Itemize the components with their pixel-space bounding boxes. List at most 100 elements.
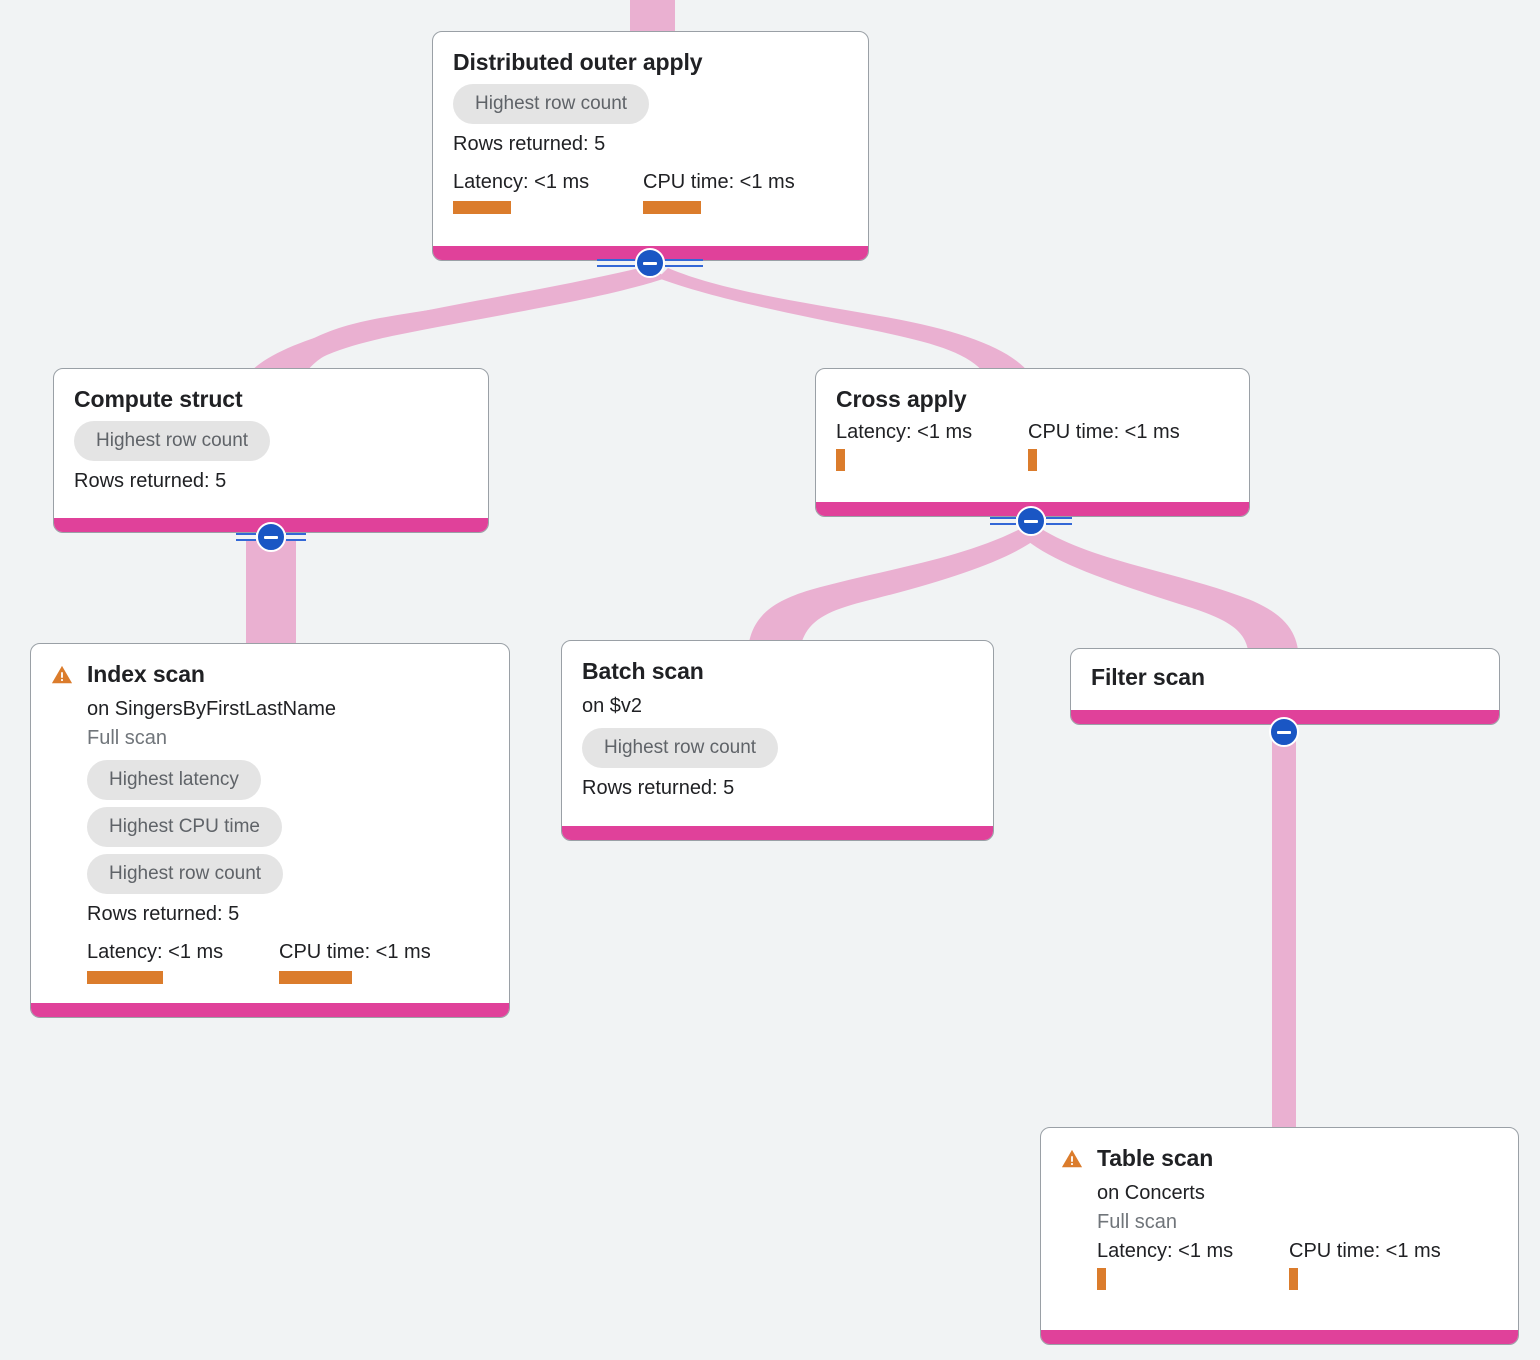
collapse-minus-icon[interactable] xyxy=(256,522,286,552)
plan-node-compute-struct[interactable]: Compute struct Highest row count Rows re… xyxy=(53,368,489,533)
toggle-rail-right xyxy=(286,529,306,545)
metric-latency: Latency: <1 ms xyxy=(453,170,643,214)
rows-returned: Rows returned: 5 xyxy=(453,132,606,155)
metric-latency-label: Latency: <1 ms xyxy=(836,420,973,443)
edge-cross-apply-to-filter-scan xyxy=(1022,528,1298,650)
node-body: Batch scan on $v2 Highest row count Rows… xyxy=(562,641,993,814)
edge-filter-scan-to-table-scan xyxy=(1272,726,1296,1138)
collapse-toggle-cross-apply[interactable] xyxy=(990,506,1072,536)
node-chips: Highest row count xyxy=(74,420,468,461)
node-body: Cross apply Latency: <1 ms CPU time: <1 … xyxy=(816,369,1249,485)
plan-node-filter-scan[interactable]: Filter scan xyxy=(1070,648,1500,725)
node-title: Compute struct xyxy=(74,386,243,412)
edge-root-to-cross-apply xyxy=(658,268,1030,374)
node-metrics: Latency: <1 ms CPU time: <1 ms xyxy=(1097,1239,1498,1290)
collapse-minus-icon[interactable] xyxy=(1016,506,1046,536)
metric-latency-bar xyxy=(453,200,511,214)
metric-latency: Latency: <1 ms xyxy=(87,940,279,984)
metric-cpu: CPU time: <1 ms xyxy=(643,170,795,214)
node-subtitle: on Concerts xyxy=(1097,1181,1205,1204)
edge-incoming-root xyxy=(630,0,675,35)
toggle-rail-left xyxy=(990,513,1016,529)
node-subtitle: on SingersByFirstLastName xyxy=(87,697,336,720)
metric-cpu: CPU time: <1 ms xyxy=(1028,420,1180,471)
node-scan-type: Full scan xyxy=(87,726,168,749)
edge-cross-apply-to-batch-scan xyxy=(748,528,1040,648)
node-body: Index scan on SingersByFirstLastName Ful… xyxy=(31,644,509,998)
collapse-minus-icon[interactable] xyxy=(635,248,665,278)
node-details: on Concerts Full scan Latency: <1 ms CPU… xyxy=(1061,1179,1498,1290)
metric-cpu-bar xyxy=(643,200,701,214)
rows-returned: Rows returned: 5 xyxy=(582,776,735,799)
chip-highest-row-count: Highest row count xyxy=(453,83,650,124)
node-title: Index scan xyxy=(87,661,205,687)
edge-root-to-compute-struct xyxy=(270,268,664,374)
chip-highest-cpu-time: Highest CPU time xyxy=(87,806,282,847)
node-title-row: Table scan xyxy=(1061,1144,1498,1173)
metric-latency-bar xyxy=(836,448,845,471)
metric-cpu-bar xyxy=(279,970,352,984)
node-title-row: Distributed outer apply xyxy=(453,48,848,77)
toggle-rail-right xyxy=(1046,513,1072,529)
metric-cpu-label: CPU time: <1 ms xyxy=(1289,1239,1441,1262)
edge-root-to-compute-struct-body xyxy=(245,266,666,378)
node-title-row: Index scan xyxy=(51,660,489,689)
edge-compute-struct-to-index-scan xyxy=(246,540,296,655)
metric-latency-bar xyxy=(87,970,163,984)
node-body: Distributed outer apply Highest row coun… xyxy=(433,32,868,228)
node-scan-type: Full scan xyxy=(1097,1210,1178,1233)
metric-latency-label: Latency: <1 ms xyxy=(1097,1239,1234,1262)
plan-node-index-scan[interactable]: Index scan on SingersByFirstLastName Ful… xyxy=(30,643,510,1018)
node-body: Filter scan xyxy=(1071,649,1499,702)
metric-cpu-label: CPU time: <1 ms xyxy=(279,940,431,963)
plan-node-batch-scan[interactable]: Batch scan on $v2 Highest row count Rows… xyxy=(561,640,994,841)
node-body: Table scan on Concerts Full scan Latency… xyxy=(1041,1128,1518,1304)
node-title: Batch scan xyxy=(582,658,704,684)
metric-latency-bar xyxy=(1097,1267,1106,1290)
metric-cpu-label: CPU time: <1 ms xyxy=(643,170,795,193)
metric-cpu-bar xyxy=(1289,1267,1298,1290)
rows-returned: Rows returned: 5 xyxy=(87,902,240,925)
chip-highest-row-count: Highest row count xyxy=(74,420,271,461)
plan-node-table-scan[interactable]: Table scan on Concerts Full scan Latency… xyxy=(1040,1127,1519,1345)
node-title: Filter scan xyxy=(1091,664,1205,690)
chip-highest-row-count: Highest row count xyxy=(87,853,284,894)
rows-returned: Rows returned: 5 xyxy=(74,469,227,492)
node-accent-bar xyxy=(562,826,993,840)
metric-cpu: CPU time: <1 ms xyxy=(1289,1239,1441,1290)
warning-triangle-icon xyxy=(1061,1149,1083,1168)
node-metrics: Latency: <1 ms CPU time: <1 ms xyxy=(453,170,848,214)
node-chips: Highest latency Highest CPU time Highest… xyxy=(87,759,489,894)
node-subtitle: on $v2 xyxy=(582,694,643,717)
collapse-toggle-distributed-outer-apply[interactable] xyxy=(597,248,703,278)
collapse-toggle-filter-scan[interactable] xyxy=(1269,717,1299,747)
node-title: Cross apply xyxy=(836,386,967,412)
node-accent-bar xyxy=(1041,1330,1518,1344)
metric-cpu-label: CPU time: <1 ms xyxy=(1028,420,1180,443)
node-title: Table scan xyxy=(1097,1145,1214,1171)
node-body: Compute struct Highest row count Rows re… xyxy=(54,369,488,507)
node-metrics: Latency: <1 ms CPU time: <1 ms xyxy=(87,940,489,984)
node-chips: Highest row count xyxy=(582,727,973,768)
node-metrics: Latency: <1 ms CPU time: <1 ms xyxy=(836,420,1229,471)
plan-node-distributed-outer-apply[interactable]: Distributed outer apply Highest row coun… xyxy=(432,31,869,261)
node-details: on SingersByFirstLastName Full scan High… xyxy=(51,695,489,984)
toggle-rail-right xyxy=(665,255,703,271)
collapse-toggle-compute-struct[interactable] xyxy=(236,522,306,552)
node-accent-bar xyxy=(31,1003,509,1017)
metric-latency-label: Latency: <1 ms xyxy=(87,940,224,963)
node-chips: Highest row count xyxy=(453,83,848,124)
warning-triangle-icon xyxy=(51,665,73,684)
node-title: Distributed outer apply xyxy=(453,49,703,75)
metric-cpu-bar xyxy=(1028,448,1037,471)
metric-latency-label: Latency: <1 ms xyxy=(453,170,590,193)
chip-highest-latency: Highest latency xyxy=(87,759,261,800)
toggle-rail-left xyxy=(236,529,256,545)
metric-cpu: CPU time: <1 ms xyxy=(279,940,431,984)
chip-highest-row-count: Highest row count xyxy=(582,727,779,768)
metric-latency: Latency: <1 ms xyxy=(1097,1239,1289,1290)
plan-node-cross-apply[interactable]: Cross apply Latency: <1 ms CPU time: <1 … xyxy=(815,368,1250,517)
metric-latency: Latency: <1 ms xyxy=(836,420,1028,471)
collapse-minus-icon[interactable] xyxy=(1269,717,1299,747)
